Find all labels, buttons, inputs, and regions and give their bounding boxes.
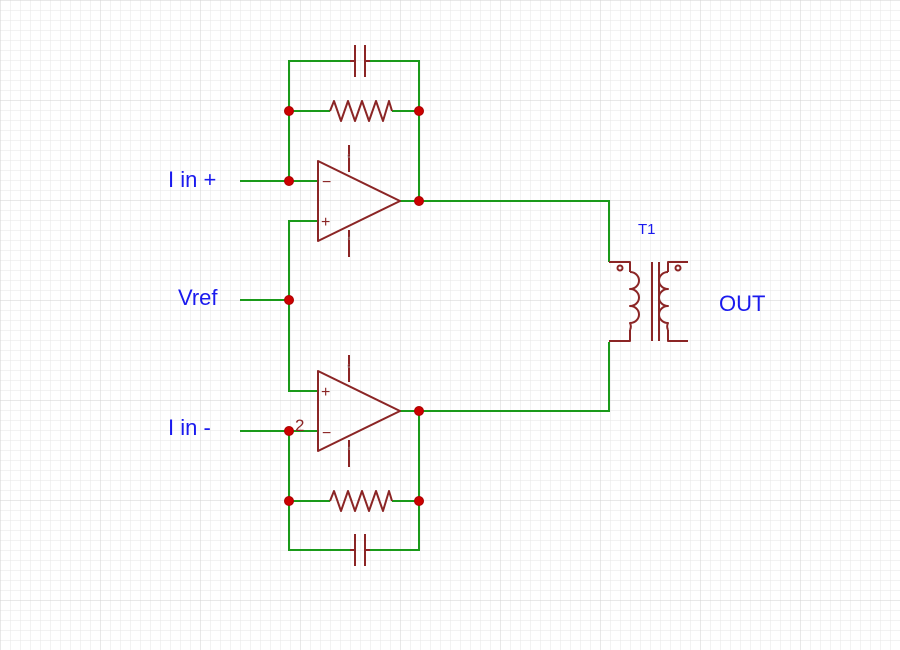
capacitor-bottom[interactable] [350,534,370,566]
resistor-top[interactable] [329,100,393,122]
net-label-out[interactable]: OUT [719,291,765,316]
junction-top-res-left [284,106,294,116]
opamp-top-supply-pin-top: ⁵ [347,153,350,162]
net-label-vref[interactable]: Vref [178,285,218,310]
wire-bottom-right-bus [370,411,420,551]
junction-in-minus [284,426,294,436]
junction-bottom-res-right [414,496,424,506]
wire-top-output [400,200,610,262]
opamp-bottom-minus-sign: − [322,425,331,442]
opamp-bottom-supply-pin-top: ⁵ [347,363,350,372]
opamp-top-minus-sign: − [322,174,331,191]
opamp-bottom-plus-sign: + [321,384,330,401]
resistor-bottom[interactable] [329,490,393,512]
opamp-top-supply-pin-bottom: ⁴ [347,235,351,244]
wire-bottom-output [400,342,610,412]
capacitor-top[interactable] [350,45,370,77]
junction-bottom-output [414,406,424,416]
junction-in-plus [284,176,294,186]
net-label-in-plus[interactable]: I in + [168,167,216,192]
pin-number-label: 2 [295,416,304,435]
junction-vref [284,295,294,305]
components [317,45,688,566]
net-label-in-minus[interactable]: I in - [168,415,211,440]
opamp-top-plus-sign: + [321,214,330,231]
opamp-top[interactable] [317,145,401,257]
wire-noninv-bus [288,220,318,392]
junctions [284,106,424,506]
transformer-t1[interactable] [609,261,688,342]
wire-top-cap-right [370,60,420,201]
junction-top-res-right [414,106,424,116]
wire-bottom-left-bus [288,431,350,551]
wire-top-cap-loop [288,60,350,181]
junction-bottom-res-left [284,496,294,506]
opamp-bottom[interactable] [317,355,401,467]
opamp-bottom-supply-pin-bottom: ⁴ [347,445,351,454]
junction-top-output [414,196,424,206]
transformer-ref-label: T1 [638,221,656,238]
